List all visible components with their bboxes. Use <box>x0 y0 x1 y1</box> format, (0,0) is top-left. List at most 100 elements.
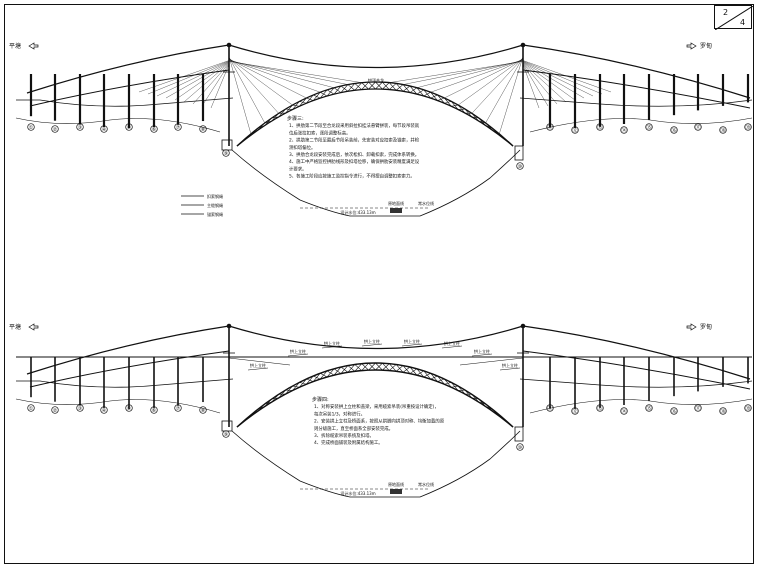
span-label: 设计水位:433.13m <box>340 490 375 496</box>
legend-label: 锚索钢绳 <box>207 211 223 217</box>
arch-truss-web <box>243 133 252 141</box>
note-line: 测扣塔偏位。 <box>289 144 315 151</box>
anchor-cable-right <box>522 61 585 99</box>
arch-truss-web <box>354 363 362 372</box>
arch-truss-web <box>478 120 486 124</box>
span-label: 设计水位:433.13m <box>340 209 375 215</box>
pier-label: ⑯ <box>671 408 676 415</box>
anchor-cable-right <box>522 63 558 105</box>
buckle-cable-left <box>228 58 293 106</box>
pier-label-circle <box>571 407 579 415</box>
anchor-rope-left <box>29 69 230 107</box>
buckle-cable-right <box>471 57 524 114</box>
pier-label: ⑫ <box>572 408 577 415</box>
pier-label: ⑥ <box>152 408 157 414</box>
pier-label: ⑲ <box>745 405 750 412</box>
arch-truss-web <box>423 372 431 378</box>
ground-left <box>15 117 221 133</box>
pier-label-circle <box>100 406 108 414</box>
pier-label: ⑱ <box>720 127 725 134</box>
anchor-cable-right <box>522 62 567 103</box>
buckle-cable-left <box>228 57 279 114</box>
pier-label-circle <box>174 123 182 131</box>
arch-truss-web <box>299 97 307 107</box>
valley-ground <box>231 149 521 217</box>
anchor-cable-right <box>522 64 540 109</box>
pier-label: ⑧ <box>201 408 206 414</box>
pier-label: ⑬ <box>597 405 602 412</box>
main-cable <box>228 44 524 69</box>
arch-truss-web <box>257 122 265 131</box>
anchor-cable-left <box>192 63 230 105</box>
buckle-cable-right <box>458 58 524 106</box>
anchor-cable-left <box>210 64 230 109</box>
pier-label-circle <box>596 404 604 412</box>
arch-truss-web <box>319 370 328 380</box>
sheet-divider <box>715 6 753 30</box>
direction-left-label: 平塘 <box>9 42 21 50</box>
ground-left <box>15 398 221 414</box>
note-line: 4、完成桥面铺装及附属结构施工。 <box>314 439 383 446</box>
approach-deck-right <box>519 378 753 388</box>
arch-truss-web <box>319 89 328 99</box>
arch-truss-web <box>492 129 500 135</box>
arch-truss-web <box>236 420 245 428</box>
pier-label: ⑮ <box>646 405 651 412</box>
backstay-left <box>26 325 230 375</box>
arch-truss-web <box>430 375 438 380</box>
arch-truss-web <box>264 398 272 407</box>
arch-truss-web <box>409 368 418 374</box>
arch-truss-web <box>471 116 479 119</box>
pier-label-circle <box>719 126 727 134</box>
pier-label-circle <box>670 407 678 415</box>
buckle-cable-left <box>228 58 307 99</box>
pier-label-circle <box>199 125 207 133</box>
ground-right <box>529 117 753 133</box>
anchor-rope-left <box>29 350 230 388</box>
abutment-left <box>221 139 233 151</box>
pier-label-circle <box>620 126 628 134</box>
pier-label-circle <box>51 406 59 414</box>
arch-truss-web <box>416 370 424 376</box>
buckle-cable-right <box>485 57 524 124</box>
pier-label: ③ <box>78 406 82 412</box>
deck-tag-line <box>471 353 493 357</box>
notes-block: 步骤三:1、拱肋第二节段至合龙段采用斜拉扣挂法悬臂拼装，每节段吊装就位后张拉扣索… <box>287 115 420 180</box>
pier-label-circle <box>645 123 653 131</box>
anchor-cable-left <box>147 60 230 95</box>
buckle-cable-right <box>499 56 524 134</box>
arch-truss-web <box>257 403 265 412</box>
arch-truss-web <box>499 415 507 422</box>
backstay-right <box>522 325 751 380</box>
buckle-cable-left <box>228 57 265 124</box>
arch-truss-web <box>243 414 252 422</box>
pier-label: ⑤ <box>127 125 131 131</box>
pier-label-circle <box>125 404 133 412</box>
arch-truss-web <box>250 128 259 136</box>
arch-truss-web <box>368 81 376 90</box>
legend-label: 主缆钢绳 <box>207 202 223 208</box>
arch-truss-web <box>361 362 369 371</box>
arch-truss-web <box>471 397 479 400</box>
notes-block: 步骤四:1、对称安装拱上立柱和盖梁，采用缆索吊装(吊重按设计确定)，每次吊装1/… <box>312 396 445 446</box>
pier-label: ④ <box>102 408 107 414</box>
ground-right <box>529 398 753 414</box>
note-line: 2、安装拱上立柱及桥面系，按照从拱脚向拱顶对称、均衡加载的原 <box>314 418 445 425</box>
arch-truss-web <box>264 117 272 126</box>
backstay-right <box>522 44 751 99</box>
arch-truss-web <box>285 104 293 114</box>
buckle-cable-left <box>228 59 321 93</box>
pier-label-circle <box>76 123 84 131</box>
arch-truss-web <box>340 84 349 93</box>
tower-saddle <box>520 42 526 48</box>
pier-label: ③ <box>78 125 82 131</box>
anchor-cable-left <box>201 63 230 107</box>
deck-tag-line <box>401 343 423 347</box>
arch-truss-web <box>451 385 459 388</box>
tower-saddle <box>226 42 232 48</box>
anchor-cable-left <box>174 62 230 101</box>
arch-truss-web <box>306 94 314 104</box>
arch-truss-web <box>354 82 362 91</box>
pier-label-circle <box>596 123 604 131</box>
note-line: 位后张拉扣索，逐段调整标高。 <box>289 129 350 136</box>
